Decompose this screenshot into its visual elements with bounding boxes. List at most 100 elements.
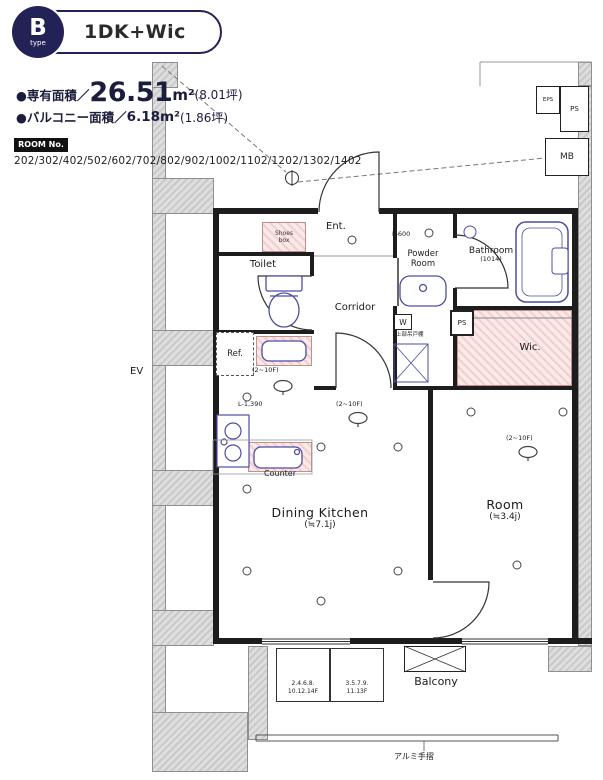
refrigerator-label: Ref. [227, 349, 243, 359]
corridor-door-icon [335, 332, 392, 389]
wall [572, 208, 578, 644]
label-floor-range: (2~10F) [252, 366, 279, 374]
label-dining-kitchen: Dining Kitchen (≒7.1j) [240, 505, 400, 531]
label-handrail: アルミ手摺 [394, 752, 434, 761]
reference-mark-icon [285, 170, 299, 186]
balcony-area-value: 6.18m² [126, 109, 180, 125]
label-elevator: EV [130, 366, 144, 377]
toilet-door-icon [257, 275, 313, 331]
label-room-size: (≒3.4j) [489, 512, 521, 523]
kitchen-sink-counter [248, 442, 312, 472]
toilet-icon [265, 275, 303, 328]
wall [314, 386, 336, 390]
label-wic: Wic. [519, 342, 541, 353]
label-powder-line1: Powder [407, 249, 439, 259]
eps-box: EPS [536, 86, 560, 114]
label-room: Room (≒3.4j) [455, 497, 555, 523]
wall [393, 214, 397, 258]
label-powder-room: Powder Room [393, 249, 453, 270]
ceiling-light-icons [273, 379, 538, 461]
left-structure-block [152, 330, 214, 366]
wall [213, 208, 219, 644]
type-badge: B type [12, 6, 64, 58]
label-dk-size: (≒7.1j) [304, 520, 336, 531]
label-floor-range: (2~10F) [506, 434, 533, 442]
shoes-box-label-2: box [278, 237, 290, 244]
washer-pan-icon [393, 343, 429, 383]
wall [453, 310, 457, 386]
room-numbers: 202/302/402/502/602/702/802/902/1002/110… [14, 155, 362, 167]
wall [453, 214, 457, 238]
wall [379, 208, 578, 214]
legend-even-line2: 10.12.14F [287, 688, 319, 695]
legend-even-floors: 2.4.6.8. 10.12.14F [276, 648, 330, 702]
label-bathroom: Bathroom (1014) [455, 246, 527, 264]
label-l1390: L-1,390 [238, 400, 263, 408]
wall [213, 638, 262, 644]
ps-label: PS [457, 319, 467, 327]
label-entrance: Ent. [326, 221, 346, 232]
eps-label: EPS [542, 97, 554, 103]
wall [393, 386, 578, 390]
label-toilet: Toilet [249, 259, 277, 270]
wall [428, 390, 433, 580]
wall [453, 288, 457, 310]
wall [213, 208, 318, 214]
wall [213, 252, 314, 256]
ps-box-top: PS [560, 86, 589, 132]
type-letter: B [29, 15, 47, 41]
balcony-drain-box [404, 646, 466, 672]
label-l600: L-600 [392, 230, 411, 238]
washer-box: W [394, 314, 412, 330]
refrigerator-box: Ref. [216, 332, 254, 376]
legend-odd-floors: 3.5.7.9. 11.13F [330, 648, 384, 702]
kitchen-prep-counter [256, 336, 312, 366]
wic-area [457, 310, 572, 386]
label-powder-line2: Room [410, 258, 436, 269]
exclusive-area-value: 26.51 [89, 77, 173, 108]
mb-box: MB [545, 138, 589, 176]
exclusive-area-label: ●専有面積／ [16, 87, 90, 103]
balcony-left-wall [248, 646, 268, 740]
washbasin-icon [399, 275, 447, 307]
washer-label: W [399, 317, 407, 327]
wall [350, 638, 462, 644]
wall [548, 638, 592, 644]
wall [213, 330, 314, 334]
dk-window-icon [262, 638, 350, 645]
label-corridor: Corridor [334, 302, 376, 313]
legend-even-line1: 2.4.6.8. [291, 680, 315, 687]
label-floor-range: (2~10F) [336, 400, 363, 408]
exclusive-area-line: ●専有面積／ 26.51 m² (8.01坪) [16, 77, 243, 108]
left-structure-block [152, 712, 248, 772]
left-structure-block [152, 470, 214, 506]
balcony-right-wall [548, 646, 592, 672]
left-structure-block [152, 178, 214, 214]
legend-odd-line1: 3.5.7.9. [345, 680, 369, 687]
room-door-icon [432, 581, 490, 639]
label-upper-cupboard: 上部吊戸棚 [396, 332, 424, 338]
exclusive-area-tsubo: (8.01坪) [194, 88, 243, 103]
label-bathroom-size: (1014) [480, 255, 502, 264]
stove-icon [216, 414, 250, 468]
left-structure-block [152, 610, 214, 646]
balcony-area-tsubo: (1.86坪) [179, 110, 229, 125]
balcony-area-label: ●バルコニー面積／ [16, 110, 127, 126]
room-window-icon [462, 638, 548, 645]
legend-odd-line2: 11.13F [346, 688, 368, 695]
wall [453, 306, 578, 310]
label-dk-name: Dining Kitchen [271, 505, 369, 520]
ps-box-mid: PS [450, 310, 474, 336]
wall [310, 252, 314, 276]
label-balcony: Balcony [414, 675, 458, 688]
balcony-area-line: ●バルコニー面積／ 6.18m² (1.86坪) [16, 109, 229, 126]
mb-label: MB [560, 152, 574, 162]
shoes-box-label-1: Shoes [274, 230, 294, 237]
room-no-label: ROOM No. [14, 138, 68, 152]
exclusive-area-unit: m² [172, 85, 195, 104]
type-word: type [30, 39, 46, 47]
shoes-box: Shoes box [262, 222, 306, 252]
downlight-icons [242, 228, 568, 606]
plan-name: 1DK+Wic [84, 21, 186, 43]
